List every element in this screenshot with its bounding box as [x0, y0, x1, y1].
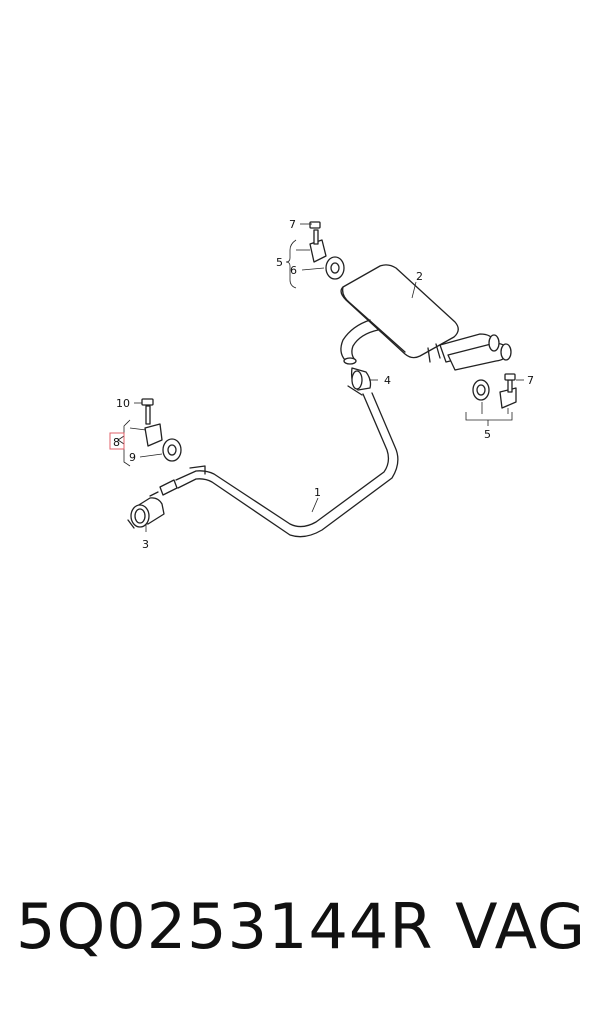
callout-3: 3 — [142, 538, 149, 551]
callout-7-top: 7 — [289, 218, 296, 231]
footer: 5Q0253144R VAG — [0, 890, 600, 990]
callout-6: 6 — [290, 264, 297, 277]
callout-9: 9 — [129, 451, 136, 464]
callout-4: 4 — [384, 374, 391, 387]
rear-muffler — [340, 264, 512, 371]
callout-8-highlight — [109, 432, 125, 450]
callout-1: 1 — [314, 486, 321, 499]
callout-5-top: 5 — [276, 256, 283, 269]
exhaust-system-diagram: 1 2 3 4 5 5 6 7 7 8 9 10 — [109, 218, 534, 551]
clamp-4 — [347, 367, 372, 396]
callout-2: 2 — [416, 270, 423, 283]
leader-lines — [117, 223, 524, 532]
clamp-3 — [127, 491, 165, 529]
hanger-group-left — [141, 398, 182, 462]
hanger-group-right — [472, 373, 517, 409]
front-exhaust-pipe — [159, 392, 399, 538]
part-number: 5Q0253144R — [16, 890, 434, 963]
brand-name: VAG — [455, 890, 586, 963]
callout-8: 8 — [113, 436, 120, 449]
hanger-group-top — [309, 221, 345, 280]
callout-5-right: 5 — [484, 428, 491, 441]
callout-10: 10 — [116, 397, 130, 410]
callout-7-right: 7 — [527, 374, 534, 387]
